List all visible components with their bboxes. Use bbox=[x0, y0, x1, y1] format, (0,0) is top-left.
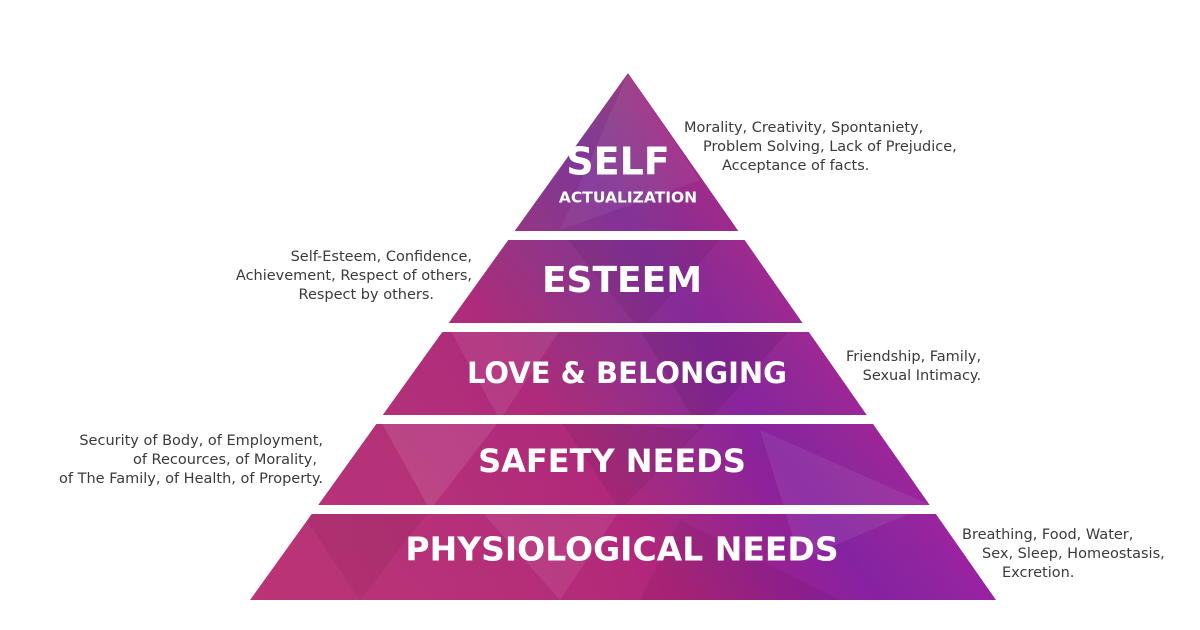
annotation-line: Self-Esteem, Confidence, bbox=[290, 249, 472, 265]
annotation-physiological-needs: Breathing, Food, Water, Sex, Sleep, Home… bbox=[962, 526, 1165, 583]
annotation-safety-needs: Security of Body, of Employment, of Reco… bbox=[59, 432, 323, 489]
annotation-self-actualization: Morality, Creativity, Spontaniety, Probl… bbox=[684, 119, 957, 176]
annotation-line: of The Family, of Health, of Property. bbox=[59, 471, 323, 487]
level-separators bbox=[200, 231, 1000, 514]
annotation-line: Security of Body, of Employment, bbox=[79, 433, 323, 449]
annotation-line: Problem Solving, Lack of Prejudice, bbox=[703, 139, 957, 155]
annotation-line: Respect by others. bbox=[298, 287, 434, 303]
annotation-line: Sex, Sleep, Homeostasis, bbox=[982, 546, 1165, 562]
annotation-line: of Recources, of Morality, bbox=[132, 452, 317, 468]
level-title-self-line2: ACTUALIZATION bbox=[559, 189, 697, 207]
annotation-line: Acceptance of facts. bbox=[722, 158, 870, 174]
level-title-self-line1: SELF bbox=[566, 140, 670, 184]
annotation-love-belonging: Friendship, Family, Sexual Intimacy. bbox=[846, 348, 981, 386]
annotation-line: Friendship, Family, bbox=[846, 349, 982, 365]
annotation-line: Breathing, Food, Water, bbox=[962, 527, 1134, 543]
violet-overlay bbox=[250, 73, 996, 600]
annotation-line: Excretion. bbox=[1002, 565, 1075, 581]
level-title-esteem: ESTEEM bbox=[542, 260, 702, 301]
annotation-line: Morality, Creativity, Spontaniety, bbox=[684, 120, 924, 136]
level-title-physiological: PHYSIOLOGICAL NEEDS bbox=[405, 530, 838, 569]
level-title-safety: SAFETY NEEDS bbox=[478, 442, 746, 480]
annotation-line: Achievement, Respect of others, bbox=[235, 268, 472, 284]
annotation-esteem: Self-Esteem, Confidence, Achievement, Re… bbox=[236, 248, 472, 305]
annotation-line: Sexual Intimacy. bbox=[862, 368, 982, 384]
level-title-love: LOVE & BELONGING bbox=[467, 356, 787, 390]
